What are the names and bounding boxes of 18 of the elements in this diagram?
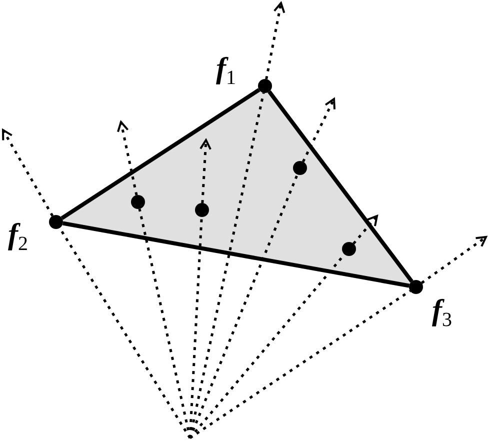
triangle-edge: [62, 221, 410, 288]
dotted-arrow: [2, 129, 54, 217]
dotted-arrow: [302, 98, 336, 162]
triangle-edge: [268, 90, 414, 283]
vertex-label: f$_{1}$: [216, 54, 236, 91]
dotted-ray: [189, 290, 411, 440]
dotted-ray: [138, 208, 192, 438]
vertex-label: f$_{3}$: [432, 296, 452, 333]
dotted-ray: [188, 174, 299, 438]
dotted-arrow: [265, 2, 286, 80]
dotted-ray: [188, 92, 265, 438]
dotted-arrow: [116, 121, 138, 196]
vertex-label: f$_{2}$: [8, 220, 28, 257]
dotted-arrow: [200, 139, 212, 204]
dotted-arrow: [420, 236, 487, 284]
dotted-arrow: [352, 215, 378, 244]
dotted-ray: [188, 216, 203, 438]
triangle-edge: [60, 88, 260, 220]
